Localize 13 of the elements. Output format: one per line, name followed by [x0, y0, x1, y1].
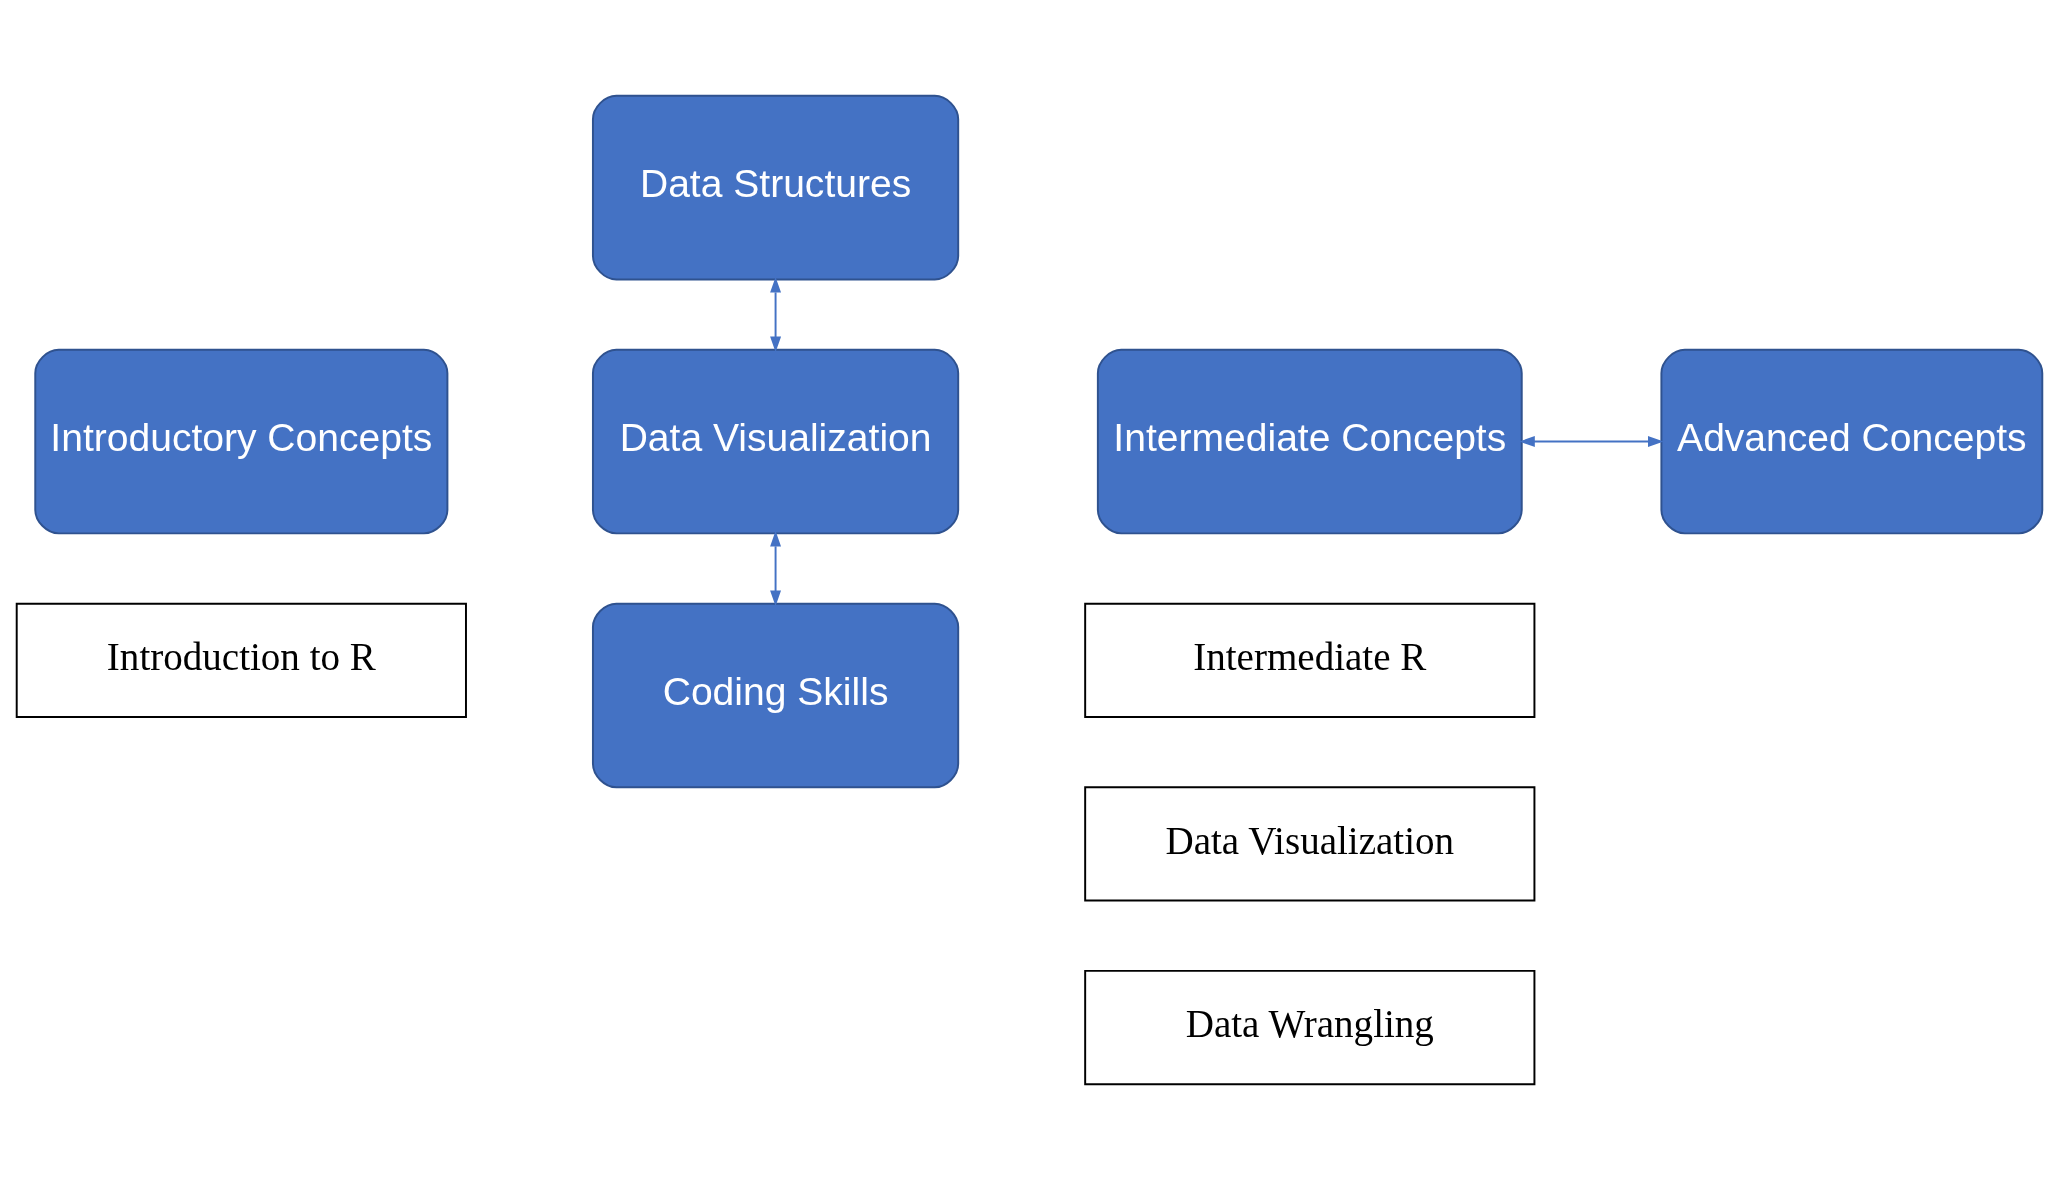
- arrow: [1519, 436, 1664, 448]
- node-box: Intermediate Concepts: [1096, 348, 1523, 535]
- node-box: Advanced Concepts: [1660, 348, 2044, 535]
- node-box: Data Structures: [591, 94, 960, 281]
- node-box: Data Wrangling: [1084, 969, 1536, 1086]
- node-box: Data Visualization: [591, 348, 960, 535]
- node-box: Introductory Concepts: [34, 348, 449, 535]
- node-box: Intermediate R: [1084, 602, 1536, 718]
- arrow: [770, 276, 782, 353]
- node-box: Data Visualization: [1084, 786, 1536, 902]
- node-box: Coding Skills: [591, 602, 960, 789]
- arrow: [770, 530, 782, 607]
- node-box: Introduction to R: [15, 602, 467, 718]
